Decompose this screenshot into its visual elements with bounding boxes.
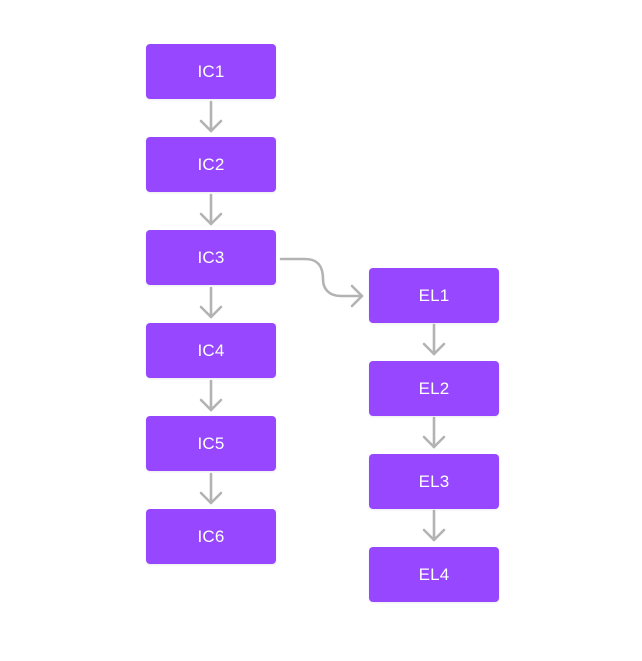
arrow-el2-el3	[422, 416, 446, 449]
arrow-ic1-ic2	[199, 100, 223, 133]
arrow-ic4-ic5	[199, 379, 223, 412]
node-ic1-label: IC1	[197, 61, 225, 81]
node-ic3[interactable]: IC3	[146, 230, 276, 285]
arrow-el1-el2	[422, 323, 446, 356]
node-ic2[interactable]: IC2	[146, 137, 276, 192]
arrow-ic3-ic4	[199, 286, 223, 319]
node-ic4[interactable]: IC4	[146, 323, 276, 378]
node-ic3-label: IC3	[197, 247, 225, 267]
node-ic4-label: IC4	[197, 340, 225, 360]
arrow-ic5-ic6	[199, 472, 223, 505]
arrow-ic2-ic3	[199, 193, 223, 226]
node-el3[interactable]: EL3	[369, 454, 499, 509]
arrow-ic3-el1	[279, 257, 364, 308]
node-el2-label: EL2	[418, 378, 450, 398]
node-el4-label: EL4	[418, 564, 450, 584]
node-el1-label: EL1	[418, 285, 450, 305]
node-ic6-label: IC6	[197, 526, 225, 546]
node-ic2-label: IC2	[197, 154, 225, 174]
node-el2[interactable]: EL2	[369, 361, 499, 416]
node-el4[interactable]: EL4	[369, 547, 499, 602]
node-el1[interactable]: EL1	[369, 268, 499, 323]
node-ic5-label: IC5	[197, 433, 225, 453]
arrow-el3-el4	[422, 509, 446, 542]
node-el3-label: EL3	[418, 471, 450, 491]
node-ic1[interactable]: IC1	[146, 44, 276, 99]
node-ic6[interactable]: IC6	[146, 509, 276, 564]
node-ic5[interactable]: IC5	[146, 416, 276, 471]
